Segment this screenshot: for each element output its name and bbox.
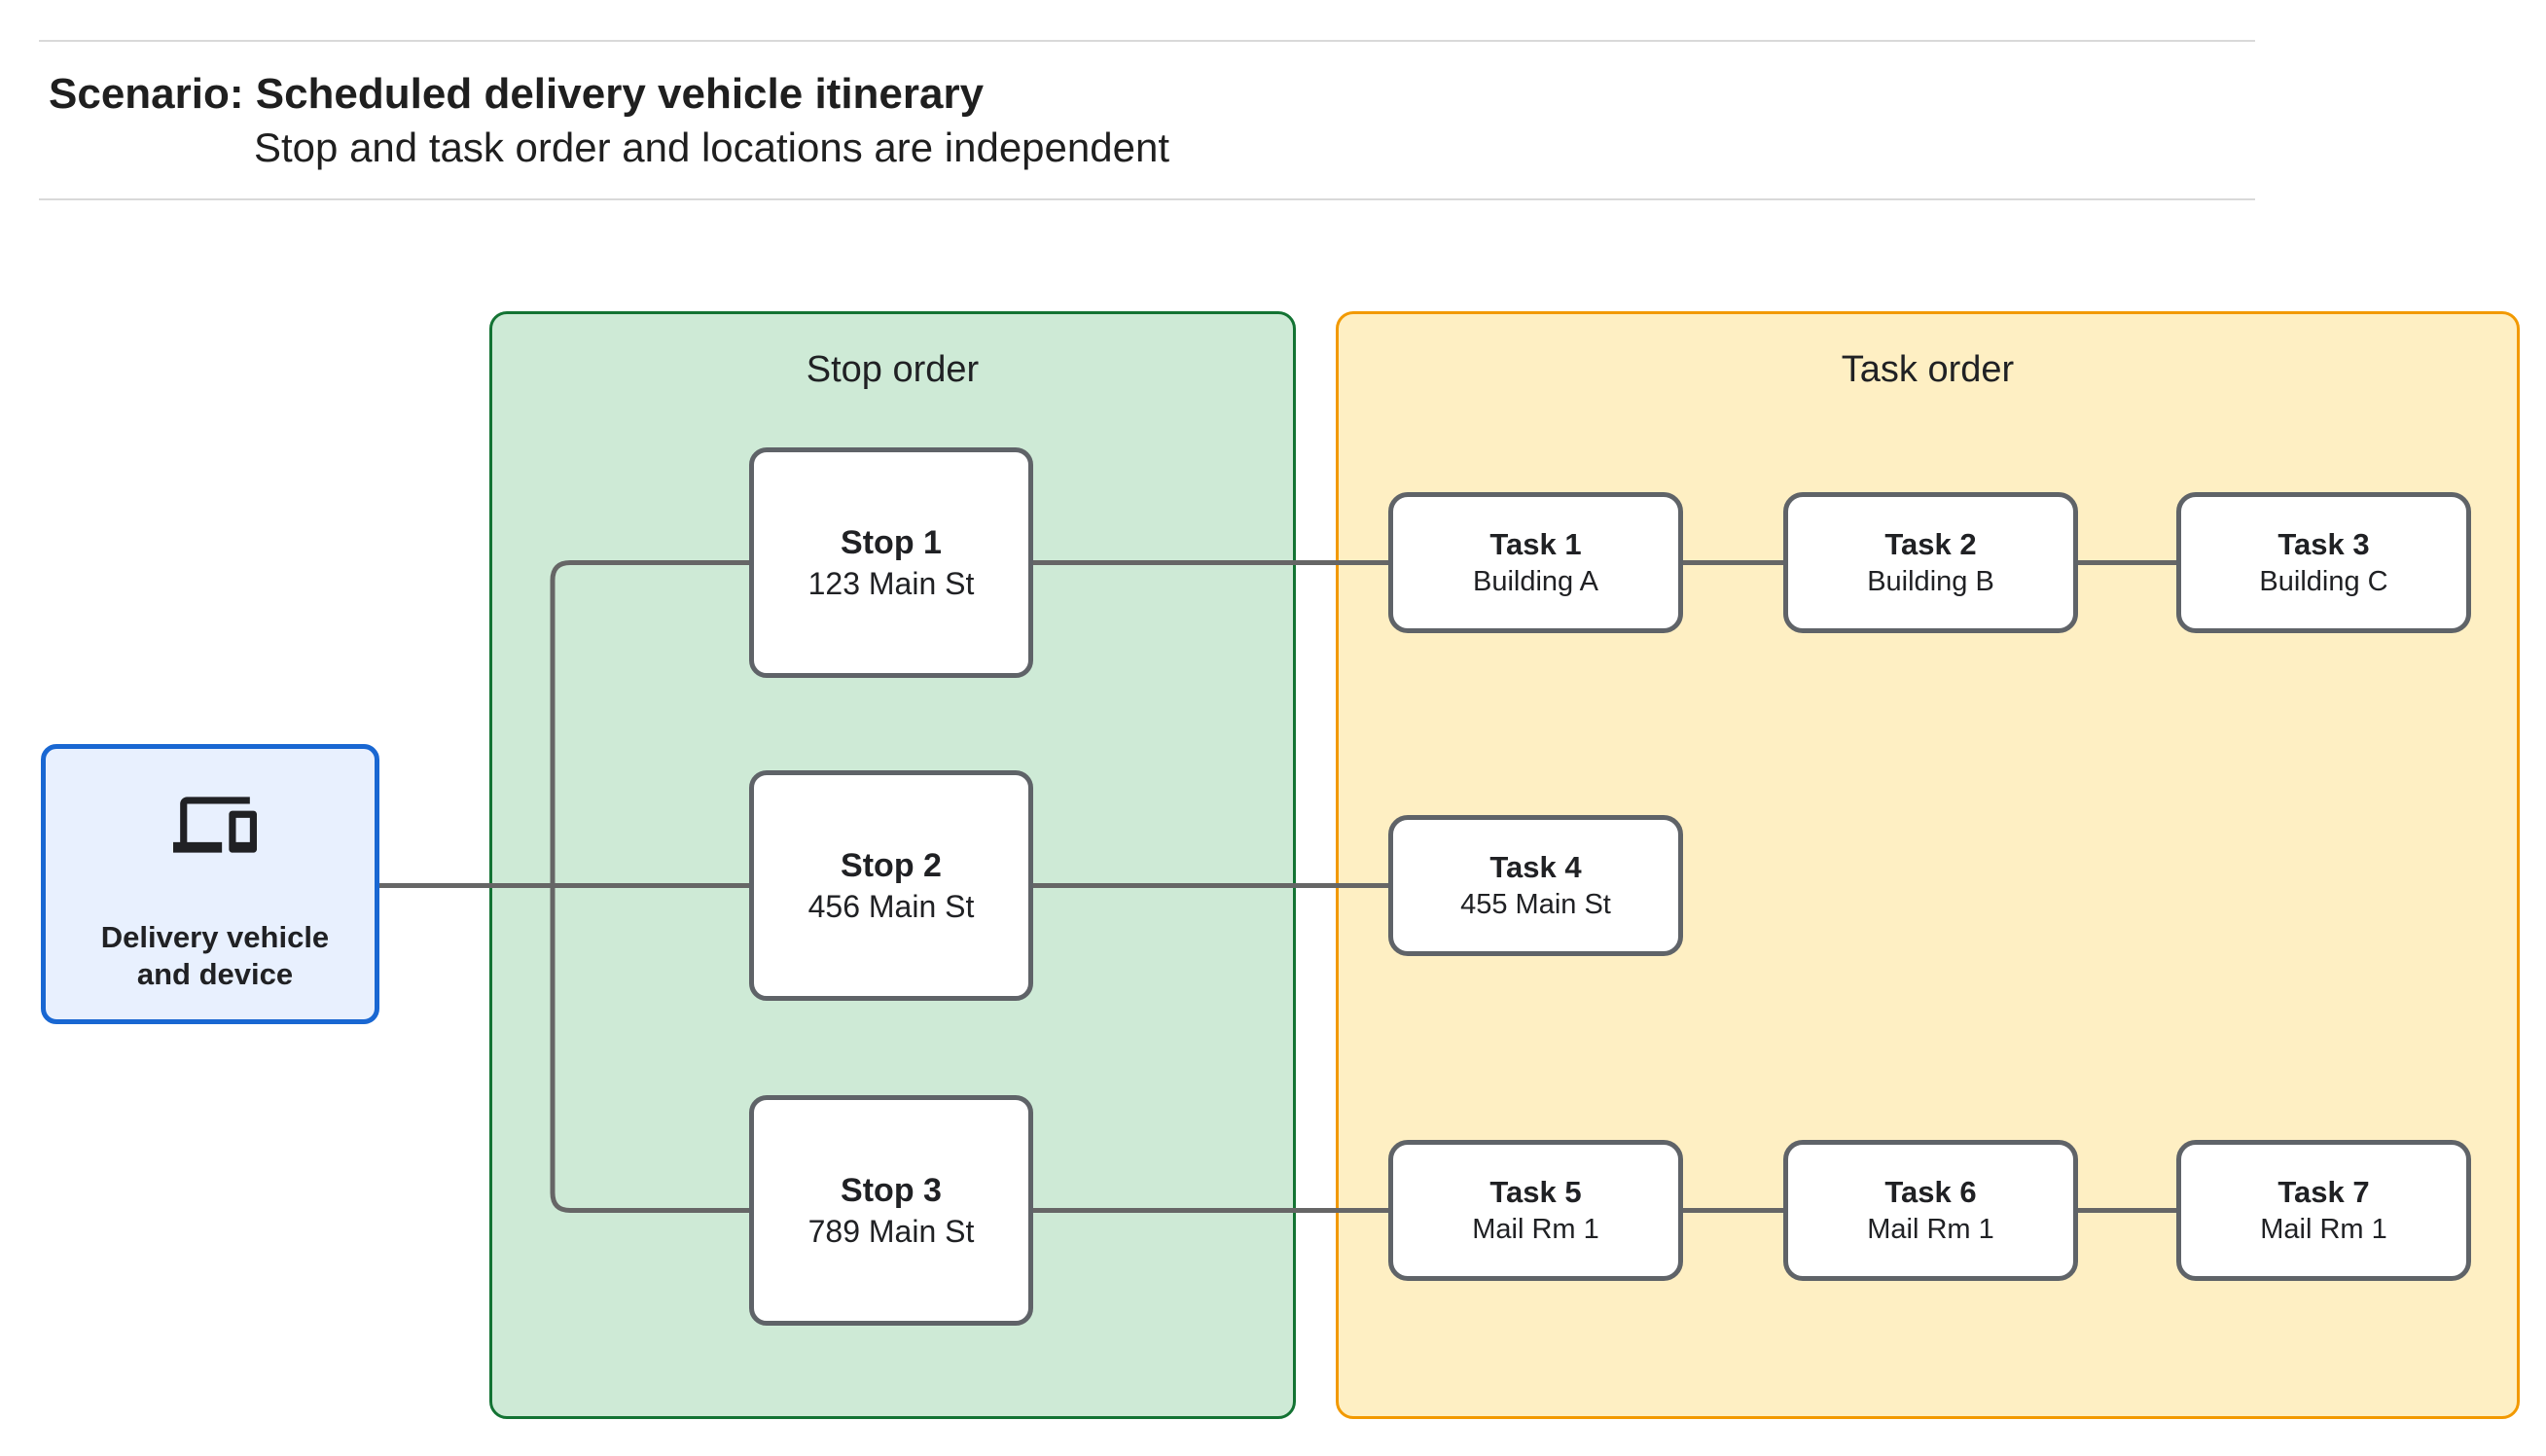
task-6-location: Mail Rm 1 xyxy=(1867,1213,1994,1245)
task-1-node: Task 1 Building A xyxy=(1388,492,1683,633)
stop-1-node: Stop 1 123 Main St xyxy=(749,447,1033,678)
task-4-location: 455 Main St xyxy=(1460,888,1611,920)
task-5-location: Mail Rm 1 xyxy=(1472,1213,1599,1245)
stop-2-node: Stop 2 456 Main St xyxy=(749,770,1033,1001)
connector-branch-to-stop3 xyxy=(550,885,749,1213)
task-7-name: Task 7 xyxy=(2277,1174,2370,1209)
page-title: Scenario: Scheduled delivery vehicle iti… xyxy=(49,70,985,118)
stop-order-panel-title: Stop order xyxy=(806,349,980,390)
delivery-vehicle-node: Delivery vehicle and device xyxy=(41,744,379,1024)
delivery-vehicle-label: Delivery vehicle and device xyxy=(100,920,330,992)
task-5-node: Task 5 Mail Rm 1 xyxy=(1388,1140,1683,1281)
task-1-location: Building A xyxy=(1473,565,1598,597)
stop-3-node: Stop 3 789 Main St xyxy=(749,1095,1033,1326)
connector-branch-to-stop1 xyxy=(550,560,749,886)
header-divider-top xyxy=(39,40,2255,42)
task-6-node: Task 6 Mail Rm 1 xyxy=(1783,1140,2078,1281)
stop-1-name: Stop 1 xyxy=(841,523,942,561)
header-divider-bottom xyxy=(39,198,2255,200)
task-3-node: Task 3 Building C xyxy=(2176,492,2471,633)
task-5-name: Task 5 xyxy=(1489,1174,1582,1209)
task-7-node: Task 7 Mail Rm 1 xyxy=(2176,1140,2471,1281)
devices-icon xyxy=(173,797,257,853)
page-subtitle: Stop and task order and locations are in… xyxy=(254,124,1170,170)
task-2-name: Task 2 xyxy=(1884,526,1977,561)
stop-3-location: 789 Main St xyxy=(807,1213,975,1249)
stop-2-name: Stop 2 xyxy=(841,846,942,884)
task-4-node: Task 4 455 Main St xyxy=(1388,815,1683,956)
stop-3-name: Stop 3 xyxy=(841,1171,942,1209)
task-1-name: Task 1 xyxy=(1489,526,1582,561)
stop-2-location: 456 Main St xyxy=(807,888,975,924)
task-4-name: Task 4 xyxy=(1489,849,1582,884)
stop-1-location: 123 Main St xyxy=(807,565,975,601)
task-6-name: Task 6 xyxy=(1884,1174,1977,1209)
task-7-location: Mail Rm 1 xyxy=(2260,1213,2387,1245)
task-2-node: Task 2 Building B xyxy=(1783,492,2078,633)
task-3-location: Building C xyxy=(2259,565,2388,597)
task-order-panel-title: Task order xyxy=(1841,349,2015,390)
task-3-name: Task 3 xyxy=(2277,526,2370,561)
task-2-location: Building B xyxy=(1867,565,1994,597)
